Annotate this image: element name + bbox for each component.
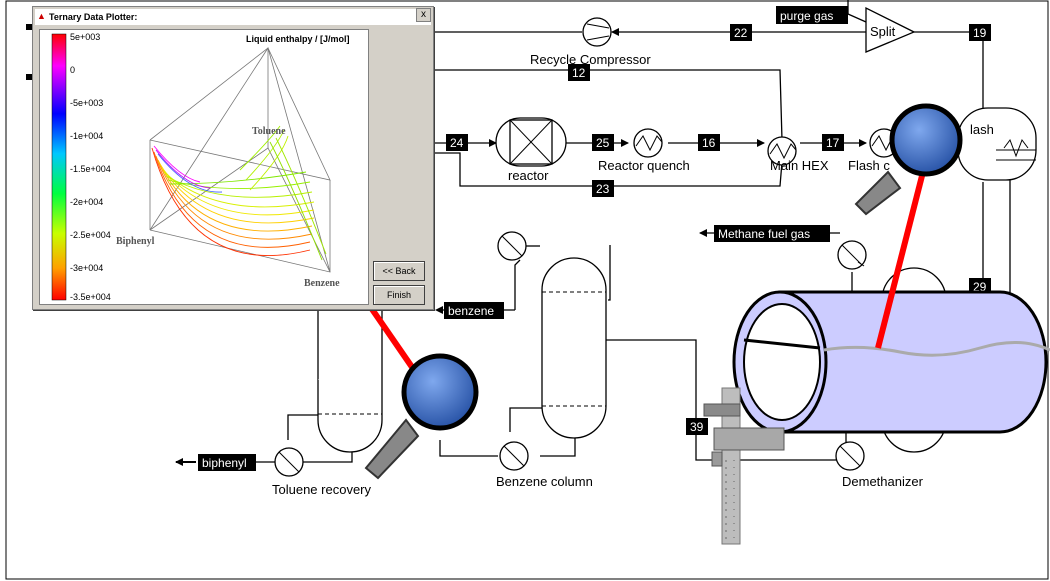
ternary-plot: 5e+003 0 -5e+003 -1e+004 -1.5e+004 -2e+0… (51, 32, 350, 302)
flash-drum (957, 107, 1037, 181)
toluene-recovery-column (317, 300, 383, 453)
back-button[interactable]: << Back (373, 261, 425, 281)
stream-22-label: 22 (734, 26, 748, 40)
main-hex-label: Main HEX (770, 158, 829, 173)
vertex-label-benzene: Benzene (304, 278, 340, 289)
recycle-compressor (582, 17, 612, 47)
stream-19-label: 19 (973, 26, 987, 40)
color-scale-labels: 5e+003 0 -5e+003 -1e+004 -1.5e+004 -2e+0… (70, 32, 111, 302)
scale-label: -2.5e+004 (70, 230, 111, 240)
stream-16-label: 16 (702, 136, 716, 150)
stream-17-label: 17 (826, 136, 840, 150)
magnifier-icon (331, 252, 479, 480)
enthalpy-surface (151, 125, 327, 261)
page-border (5, 0, 1049, 580)
reactor (495, 117, 567, 167)
color-scale-bar (51, 33, 67, 301)
flash-label: lash (970, 122, 994, 137)
scale-label: 0 (70, 65, 75, 75)
benzene-product-tag (444, 302, 504, 319)
plotter-title: Ternary Data Plotter: (49, 12, 138, 22)
reactor-quench-hex (633, 128, 663, 158)
ternary-plotter-window[interactable]: ▲ Ternary Data Plotter: x 5e+003 0 -5e+0… (32, 6, 434, 310)
biphenyl-product-label: biphenyl (202, 456, 247, 470)
scale-label: -5e+003 (70, 98, 103, 108)
scale-label: -2e+004 (70, 197, 103, 207)
stream-25-label: 25 (596, 136, 610, 150)
scale-label: -1.5e+004 (70, 164, 111, 174)
flash-cooler-label: Flash c (848, 158, 890, 173)
toluene-recovery-reboiler (274, 447, 304, 477)
benzene-column-reboiler (499, 441, 529, 471)
demethanizer-label: Demethanizer (842, 474, 924, 489)
benzene-column-condenser (497, 231, 527, 261)
toluene-recovery-label: Toluene recovery (272, 482, 371, 497)
benzene-column (541, 257, 607, 439)
split-label: Split (870, 24, 896, 39)
finish-button[interactable]: Finish (373, 285, 425, 305)
main-hex (767, 136, 797, 166)
split-unit (865, 6, 916, 53)
scale-label: 5e+003 (70, 32, 100, 42)
horizontal-vessel-zoom (732, 290, 1050, 434)
methane-fuel-gas-tag (714, 225, 830, 242)
scale-label: -3.5e+004 (70, 292, 111, 302)
demethanizer-reboiler (835, 441, 865, 471)
recycle-compressor-label: Recycle Compressor (530, 52, 651, 67)
stream-24-label: 24 (450, 136, 464, 150)
plotter-titlebar[interactable]: ▲ Ternary Data Plotter: (35, 9, 431, 25)
scale-label: -3e+004 (70, 263, 103, 273)
purge-gas-label: purge gas (780, 9, 833, 23)
ternary-plot-area: 5e+003 0 -5e+003 -1e+004 -1.5e+004 -2e+0… (39, 29, 369, 305)
reactor-quench-label: Reactor quench (598, 158, 690, 173)
reactor-label: reactor (508, 168, 549, 183)
biphenyl-product-tag (198, 454, 256, 471)
bullet-mark (26, 74, 32, 80)
scale-label: -1e+004 (70, 131, 103, 141)
vertex-label-toluene: Toluene (252, 126, 286, 137)
benzene-product-label: benzene (448, 304, 494, 318)
caliper-icon (703, 387, 785, 545)
purge-gas-tag (776, 6, 848, 24)
ternary-frame (149, 47, 331, 273)
vertex-label-biphenyl: Biphenyl (116, 236, 155, 247)
bullet-mark (26, 24, 32, 30)
methane-fuel-gas-label: Methane fuel gas (718, 227, 810, 241)
benzene-column-label: Benzene column (496, 474, 593, 489)
stream-12-label: 12 (572, 66, 586, 80)
close-button[interactable]: x (416, 8, 431, 22)
magnifier-icon (854, 103, 963, 349)
stream-23-label: 23 (596, 182, 610, 196)
app-icon: ▲ (37, 11, 46, 21)
plot-title: Liquid enthalpy / [J/mol] (246, 34, 350, 44)
demethanizer-condenser (837, 240, 867, 270)
stream-39-label: 39 (690, 420, 704, 434)
